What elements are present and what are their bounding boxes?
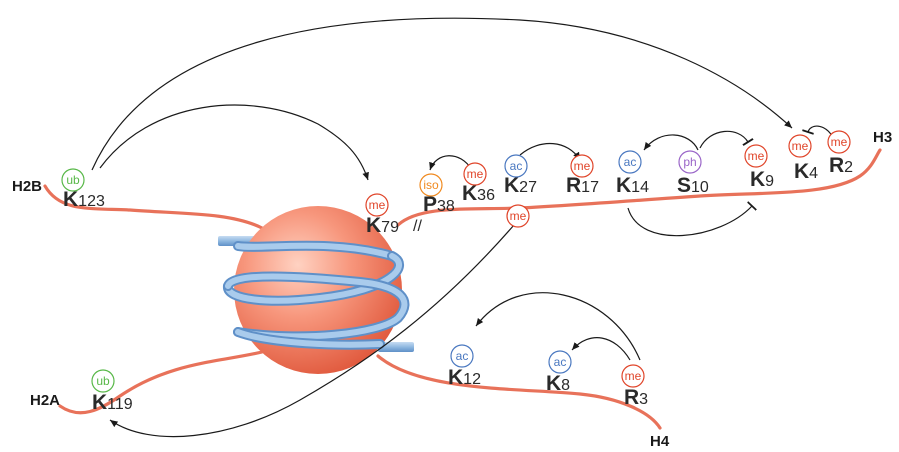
inhibit-s10-k9 xyxy=(699,130,754,149)
residue-h4-k12: K12 xyxy=(448,366,481,389)
svg-text:me: me xyxy=(574,159,591,173)
svg-text:me: me xyxy=(748,149,765,163)
label-h4: H4 xyxy=(650,433,670,450)
mod-badge-h2a-k119: ub xyxy=(91,369,115,393)
residue-h3-k27: K27 xyxy=(504,174,537,197)
residue-h3-k36: K36 xyxy=(462,182,495,205)
residue-h2a-k119: K119 xyxy=(92,391,133,414)
residue-h4-r3: R3 xyxy=(624,386,648,409)
h2b-tail xyxy=(43,184,264,230)
histone-tails xyxy=(43,148,882,430)
arrow-k27-to-r17 xyxy=(519,142,581,161)
mod-badge-h3-p38: iso xyxy=(419,173,443,197)
mod-badge-h3-k27-me: me xyxy=(506,204,530,228)
modification-badges: ub me iso me ac me me ac xyxy=(61,130,851,393)
residue-h3-k4: K4 xyxy=(794,160,818,183)
svg-text:me: me xyxy=(510,209,527,223)
svg-text:me: me xyxy=(369,198,386,212)
mod-badge-h3-k4: me xyxy=(788,134,812,158)
inhibit-k14-k9-below xyxy=(627,201,757,237)
residue-h3-r17: R17 xyxy=(566,174,599,197)
svg-text:ub: ub xyxy=(96,374,110,388)
label-h3: H3 xyxy=(873,129,892,146)
residue-h4-k8: K8 xyxy=(546,372,570,395)
residue-h3-k9: K9 xyxy=(750,168,774,191)
mod-badge-h3-k27-ac: ac xyxy=(504,154,528,178)
h3-tail xyxy=(396,148,882,227)
mod-badge-h4-k8: ac xyxy=(548,350,572,374)
mod-badge-h3-k79: me xyxy=(365,193,389,217)
h2a-tail xyxy=(58,350,264,415)
arrow-k123-to-k79 xyxy=(99,104,369,181)
mod-badge-h3-k36: me xyxy=(463,162,487,186)
arrow-r3-to-k8 xyxy=(571,337,631,361)
svg-text:me: me xyxy=(831,135,848,149)
svg-text:ub: ub xyxy=(66,173,80,187)
mod-badge-h3-r17: me xyxy=(570,154,594,178)
residue-h3-p38: P38 xyxy=(423,193,455,216)
break-mark: // xyxy=(413,218,422,235)
crosstalk-arrows xyxy=(91,17,837,438)
svg-text:ac: ac xyxy=(456,349,469,363)
tail-labels: H3 H2B H2A H4 xyxy=(12,129,892,450)
svg-text:ac: ac xyxy=(510,159,523,173)
residue-h3-k14: K14 xyxy=(616,174,649,197)
residue-h3-k79: K79 xyxy=(366,214,399,237)
svg-text:ph: ph xyxy=(683,155,696,169)
svg-text:me: me xyxy=(625,369,642,383)
label-h2a: H2A xyxy=(30,392,60,409)
residue-labels: K123 K79 P38 K36 K27 R17 K14 S10 K9 K4 R… xyxy=(63,154,853,414)
mod-badge-h2b-k123: ub xyxy=(61,168,85,192)
mod-badge-h3-k9: me xyxy=(744,144,768,168)
svg-text:me: me xyxy=(792,139,809,153)
arrow-s10-to-k14 xyxy=(643,134,699,151)
arrow-k123-to-k4 xyxy=(91,17,793,171)
svg-text:iso: iso xyxy=(423,178,439,192)
label-h2b: H2B xyxy=(12,178,42,195)
dna-wrap xyxy=(223,240,410,350)
mod-badge-h4-r3: me xyxy=(621,364,645,388)
arrow-r3-to-k12 xyxy=(475,292,641,361)
residue-h3-r2: R2 xyxy=(829,154,853,177)
mod-badge-h3-s10: ph xyxy=(678,150,702,174)
residue-h3-s10: S10 xyxy=(677,174,709,197)
svg-text:ac: ac xyxy=(554,355,567,369)
arrow-k27me-to-k119 xyxy=(109,224,515,438)
svg-text:ac: ac xyxy=(624,155,637,169)
svg-text:me: me xyxy=(467,167,484,181)
h4-tail xyxy=(376,354,662,430)
mod-badge-h3-k14: ac xyxy=(618,150,642,174)
mod-badge-h3-r2: me xyxy=(827,130,851,154)
residue-h2b-k123: K123 xyxy=(63,188,105,211)
mod-badge-h4-k12: ac xyxy=(450,344,474,368)
